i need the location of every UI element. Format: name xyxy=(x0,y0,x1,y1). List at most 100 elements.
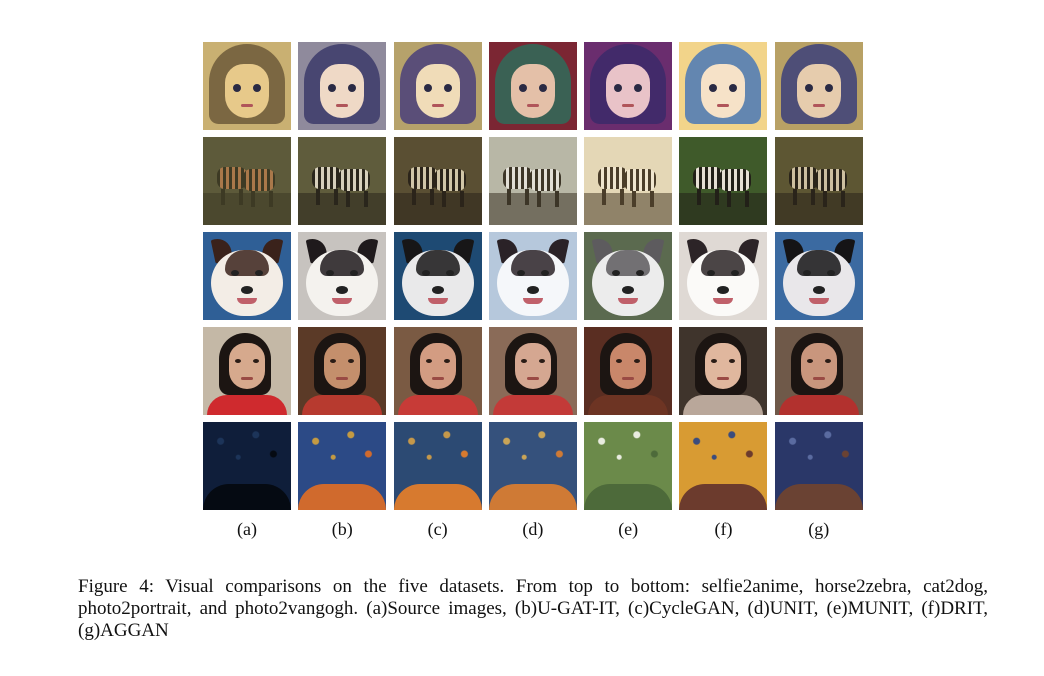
face xyxy=(510,64,555,118)
mouth xyxy=(237,298,257,304)
thumbnail-husky-grey xyxy=(584,232,673,320)
animal xyxy=(788,167,819,189)
leg xyxy=(316,189,321,205)
leg xyxy=(745,191,750,207)
eye xyxy=(538,84,547,92)
thumbnail-anime-girl-cap xyxy=(298,42,387,130)
sky xyxy=(298,422,387,486)
hills xyxy=(584,484,673,510)
thumbnail-portrait-red xyxy=(298,327,387,415)
eye xyxy=(348,359,355,363)
image-grid xyxy=(203,42,863,510)
thumbnail-orange-blue-painting xyxy=(679,422,768,510)
eye xyxy=(423,84,432,92)
eye xyxy=(824,359,831,363)
eye xyxy=(350,270,359,276)
animal xyxy=(598,167,629,189)
eye xyxy=(235,359,241,363)
thumbnail-portrait-oil-light xyxy=(679,327,768,415)
thumbnail-horses-field xyxy=(203,137,291,225)
mouth xyxy=(808,298,829,304)
nose xyxy=(717,286,730,294)
thumbnail-anime-girl-cap xyxy=(393,42,482,130)
thumbnail-zebras-field xyxy=(298,137,387,225)
leg xyxy=(441,191,446,207)
hills xyxy=(774,484,863,510)
eye xyxy=(634,359,641,363)
figure-caption: Figure 4: Visual comparisons on the five… xyxy=(78,576,988,641)
sky xyxy=(584,422,673,486)
thumbnail-anime-girl-blonde xyxy=(679,42,768,130)
mouth xyxy=(522,298,543,304)
eye xyxy=(518,84,527,92)
leg xyxy=(792,189,797,205)
face xyxy=(701,64,746,118)
ground xyxy=(679,193,768,225)
thumbnail-portrait-painted xyxy=(774,327,863,415)
thumbnail-portrait-painted xyxy=(393,327,482,415)
eye xyxy=(711,359,718,363)
eye xyxy=(824,84,833,92)
nose xyxy=(622,286,635,294)
figure: (a) (b) (c) (d) (e) (f) (g) xyxy=(203,42,863,540)
column-label: (a) xyxy=(237,519,257,539)
eye xyxy=(516,270,525,276)
eye xyxy=(540,270,549,276)
thumbnail-starry-painting xyxy=(393,422,482,510)
leg xyxy=(602,189,607,205)
nose xyxy=(812,286,825,294)
hills xyxy=(203,484,291,510)
face xyxy=(324,343,361,389)
face xyxy=(229,343,265,389)
thumbnail-samoyed xyxy=(488,232,577,320)
face xyxy=(225,64,269,118)
face xyxy=(320,64,365,118)
shirt xyxy=(683,395,764,415)
mouth xyxy=(713,298,734,304)
face xyxy=(415,64,460,118)
thumbnail-zebras-green xyxy=(679,137,768,225)
leg xyxy=(727,191,732,207)
column-label: (c) xyxy=(427,519,448,539)
eye xyxy=(802,270,811,276)
sky xyxy=(488,422,577,486)
eye xyxy=(614,84,623,92)
leg xyxy=(346,191,351,207)
mouth xyxy=(526,377,539,380)
eye xyxy=(709,84,718,92)
eye xyxy=(634,84,643,92)
shirt xyxy=(492,395,573,415)
ground xyxy=(203,193,291,225)
thumbnail-green-white-painting xyxy=(584,422,673,510)
animal xyxy=(433,169,466,191)
ground xyxy=(393,193,482,225)
leg xyxy=(715,189,720,205)
face xyxy=(514,343,551,389)
eye xyxy=(253,84,261,92)
thumbnail-portrait-oil xyxy=(584,327,673,415)
column-label: (d) xyxy=(522,519,544,539)
eye xyxy=(729,359,736,363)
shirt xyxy=(207,395,287,415)
thumbnail-starry-painting xyxy=(298,422,387,510)
mouth xyxy=(431,377,444,380)
animal xyxy=(693,167,724,189)
eye xyxy=(520,359,527,363)
ground xyxy=(774,193,863,225)
nose xyxy=(241,286,253,294)
eye xyxy=(616,359,623,363)
animal xyxy=(719,169,752,191)
thumbnail-dark-blue-painting xyxy=(774,422,863,510)
column-labels: (a) (b) (c) (d) (e) (f) (g) xyxy=(203,518,863,540)
face xyxy=(705,343,742,389)
column-label: (f) xyxy=(714,519,733,539)
thumbnail-siamese-cat xyxy=(203,232,291,320)
leg xyxy=(524,189,529,205)
eye xyxy=(253,359,259,363)
leg xyxy=(364,191,369,207)
eye xyxy=(326,270,335,276)
mouth xyxy=(812,104,825,107)
leg xyxy=(840,191,845,207)
thumbnail-husky xyxy=(298,232,387,320)
thumbnail-husky-dark xyxy=(393,232,482,320)
